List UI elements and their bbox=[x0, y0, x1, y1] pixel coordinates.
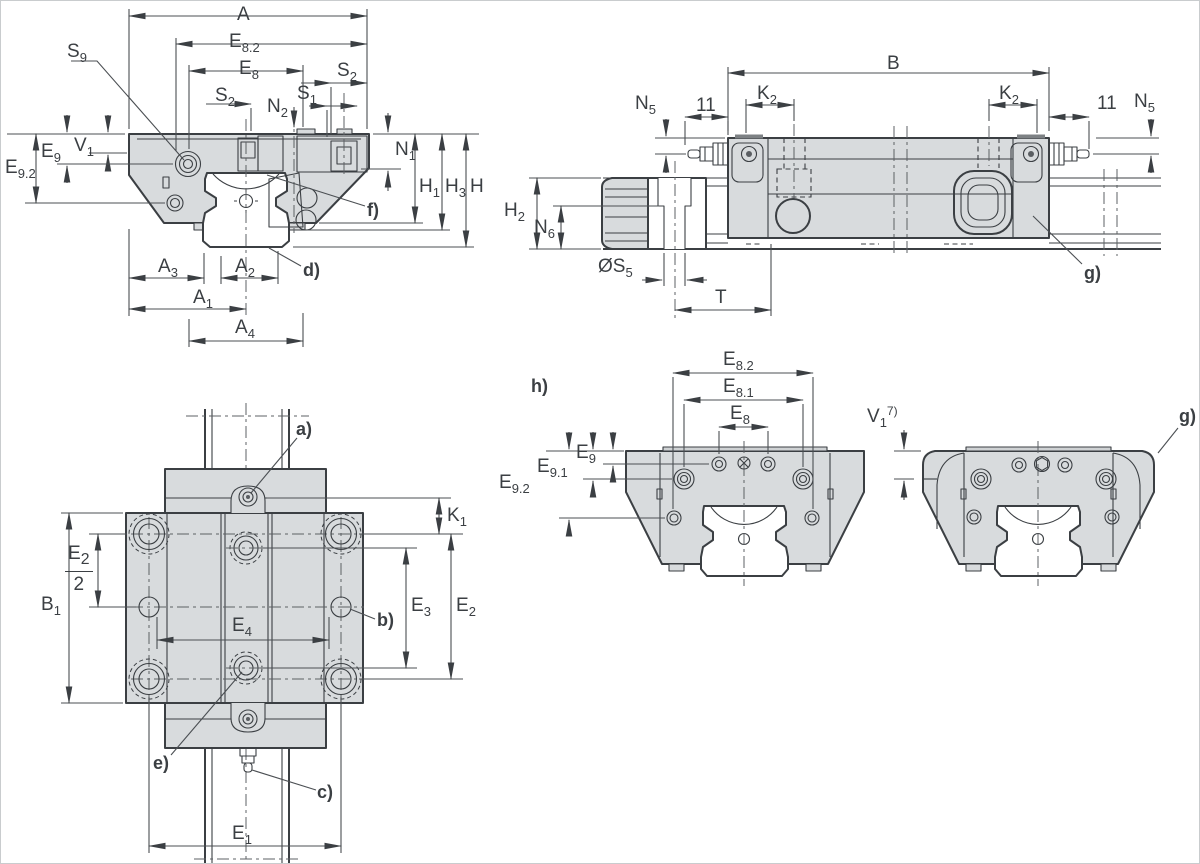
detail-views-svg bbox=[546, 369, 1179, 586]
dim-label-T: T bbox=[715, 287, 727, 308]
dim-label-A3: A3 bbox=[158, 256, 178, 280]
dim-label-S2-left: S2 bbox=[215, 85, 235, 109]
dim-label-K2-left: K2 bbox=[757, 83, 777, 107]
g-view-body bbox=[922, 427, 1179, 586]
rail-cross-section bbox=[202, 172, 290, 248]
dim-label-H: H bbox=[470, 176, 484, 197]
dim-label-E9-2-detail: E9.2 bbox=[499, 472, 530, 496]
mounting-holes-top-view bbox=[128, 513, 364, 700]
dim-label-H3: H3 bbox=[445, 176, 466, 200]
callout-a: a) bbox=[296, 419, 313, 439]
dim-label-A1: A1 bbox=[193, 287, 213, 311]
mounting-screw-s9 bbox=[166, 150, 202, 212]
top-dimensions bbox=[61, 437, 463, 853]
dim-label-S5: ØS5 bbox=[598, 256, 633, 280]
dim-label-N2: N2 bbox=[267, 96, 288, 120]
dim-label-E8-2: E8.2 bbox=[229, 31, 260, 55]
dim-label-E9-2: E9.2 bbox=[5, 157, 36, 181]
callout-h: h) bbox=[531, 376, 548, 396]
dim-label-H2: H2 bbox=[504, 200, 525, 224]
front-view-svg bbox=[7, 9, 479, 347]
dim-label-E1: E1 bbox=[232, 823, 252, 847]
grease-nipple-left bbox=[687, 142, 729, 166]
dim-label-S9: S9 bbox=[67, 41, 87, 65]
dim-label-E2: E2 bbox=[456, 595, 476, 619]
dim-label-E8: E8 bbox=[239, 58, 259, 82]
front-dimensions bbox=[7, 9, 479, 347]
dim-label-N5-right: N5 bbox=[1134, 91, 1155, 115]
dim-label-E8-1-detail: E8.1 bbox=[723, 376, 754, 400]
top-view-svg bbox=[61, 403, 463, 863]
dim-label-E3: E3 bbox=[411, 595, 431, 619]
callout-c: c) bbox=[317, 782, 334, 802]
h-view-body bbox=[625, 441, 865, 586]
break-lines bbox=[893, 126, 1118, 257]
dim-label-11-left: 11 bbox=[696, 95, 716, 116]
dim-label-B: B bbox=[887, 53, 900, 74]
dim-label-S2-right: S2 bbox=[337, 60, 357, 84]
dim-label-N5-left: N5 bbox=[635, 93, 656, 117]
dim-label-N6: N6 bbox=[534, 217, 555, 241]
callout-d: d) bbox=[303, 260, 320, 280]
front-centerlines bbox=[245, 93, 345, 319]
rail-end-section bbox=[601, 161, 707, 319]
dim-label-E8-2-detail: E8.2 bbox=[723, 349, 754, 373]
dim-label-E4: E4 bbox=[232, 615, 252, 639]
dim-label-E9-detail: E9 bbox=[576, 442, 596, 466]
callout-g-side: g) bbox=[1084, 263, 1101, 283]
callout-g-detail: g) bbox=[1179, 406, 1196, 426]
dim-label-V1: V1 bbox=[74, 135, 94, 159]
h-view-dimensions bbox=[546, 369, 921, 537]
callout-e: e) bbox=[153, 753, 170, 773]
dim-label-11-right: 11 bbox=[1097, 93, 1117, 114]
dim-label-E8-detail: E8 bbox=[730, 403, 750, 427]
callout-b: b) bbox=[377, 610, 394, 630]
dim-label-A4: A4 bbox=[235, 317, 255, 341]
dim-label-N1: N1 bbox=[395, 139, 416, 163]
side-view-svg bbox=[529, 67, 1161, 319]
side-dimensions bbox=[529, 67, 1159, 316]
dim-label-E2-half: E2 2 bbox=[65, 543, 93, 596]
dim-label-K1: K1 bbox=[447, 505, 467, 529]
dim-label-E9-1-detail: E9.1 bbox=[537, 456, 568, 480]
dim-label-V1-7: V17) bbox=[867, 404, 898, 430]
dim-label-S1: S1 bbox=[297, 83, 317, 107]
dim-label-K2-right: K2 bbox=[999, 83, 1019, 107]
dim-label-E9: E9 bbox=[41, 141, 61, 165]
dim-label-A: A bbox=[237, 4, 250, 25]
carriage-side bbox=[727, 124, 1050, 239]
dim-label-B1: B1 bbox=[41, 594, 61, 618]
callout-f: f) bbox=[367, 200, 379, 220]
dim-label-H1: H1 bbox=[419, 176, 440, 200]
grease-nipple-right bbox=[1048, 142, 1090, 166]
dim-label-A2: A2 bbox=[235, 256, 255, 280]
